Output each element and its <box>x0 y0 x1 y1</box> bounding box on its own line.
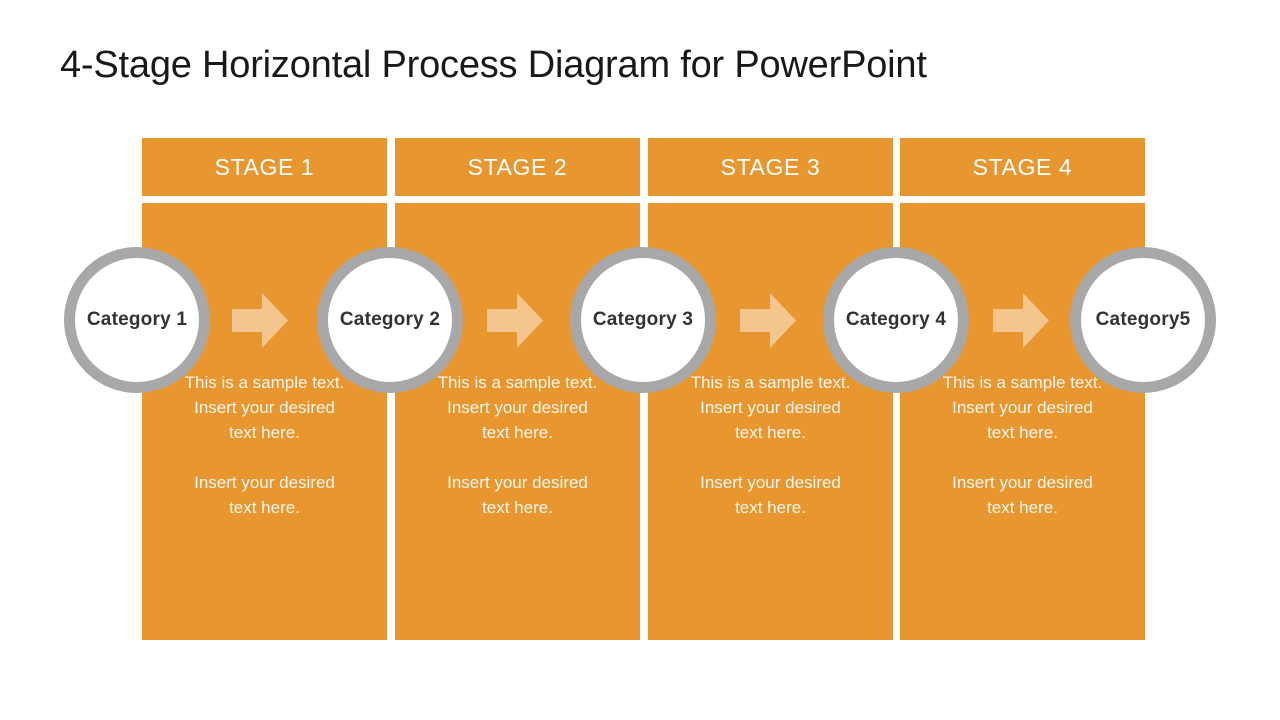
stage-text-line: text here. <box>482 423 553 442</box>
stage-text-line: This is a sample text. <box>942 373 1103 392</box>
stage-column-3[interactable]: STAGE 3 This is a sample text. Insert yo… <box>648 138 893 640</box>
stage-text-line: This is a sample text. <box>437 373 598 392</box>
right-arrow-icon <box>487 293 543 348</box>
stage-text-line: Insert your desired <box>447 473 588 492</box>
stage-text-line: text here. <box>735 423 806 442</box>
right-arrow-icon <box>993 293 1049 348</box>
page-title: 4-Stage Horizontal Process Diagram for P… <box>60 44 927 86</box>
stage-text-line: text here. <box>229 498 300 517</box>
process-node-label: Category 1 <box>86 309 188 330</box>
stage-text-line: Insert your desired <box>194 398 335 417</box>
stage-header-4[interactable]: STAGE 4 <box>900 138 1145 196</box>
stage-text-line: Insert your desired <box>952 398 1093 417</box>
process-node-label: Category 4 <box>845 309 947 330</box>
stage-text-line: text here. <box>987 423 1058 442</box>
paragraph-gap <box>409 445 626 470</box>
paragraph-gap <box>914 445 1131 470</box>
stage-text-line: Insert your desired <box>952 473 1093 492</box>
stage-description-1: This is a sample text. Insert your desir… <box>156 370 373 520</box>
stage-text-line: text here. <box>229 423 300 442</box>
stage-header-1[interactable]: STAGE 1 <box>142 138 387 196</box>
paragraph-gap <box>156 445 373 470</box>
stage-description-3: This is a sample text. Insert your desir… <box>662 370 879 520</box>
process-node-5[interactable]: Category5 <box>1070 247 1216 393</box>
stage-text-line: text here. <box>735 498 806 517</box>
paragraph-gap <box>662 445 879 470</box>
stage-header-label: STAGE 3 <box>720 153 821 180</box>
stage-column-2[interactable]: STAGE 2 This is a sample text. Insert yo… <box>395 138 640 640</box>
stage-description-2: This is a sample text. Insert your desir… <box>409 370 626 520</box>
stage-text-line: Insert your desired <box>447 398 588 417</box>
process-node-4[interactable]: Category 4 <box>823 247 969 393</box>
stage-header-label: STAGE 4 <box>972 153 1073 180</box>
stage-text-line: text here. <box>987 498 1058 517</box>
stage-column-4[interactable]: STAGE 4 This is a sample text. Insert yo… <box>900 138 1145 640</box>
stage-text-line: Insert your desired <box>700 473 841 492</box>
stage-text-line: Insert your desired <box>194 473 335 492</box>
process-node-2[interactable]: Category 2 <box>317 247 463 393</box>
stage-text-line: This is a sample text. <box>690 373 851 392</box>
stage-header-3[interactable]: STAGE 3 <box>648 138 893 196</box>
stage-description-4: This is a sample text. Insert your desir… <box>914 370 1131 520</box>
right-arrow-icon <box>740 293 796 348</box>
right-arrow-icon <box>232 293 288 348</box>
stage-text-line: text here. <box>482 498 553 517</box>
stage-text-line: Insert your desired <box>700 398 841 417</box>
process-node-label: Category 2 <box>339 309 441 330</box>
process-node-1[interactable]: Category 1 <box>64 247 210 393</box>
stage-column-1[interactable]: STAGE 1 This is a sample text. Insert yo… <box>142 138 387 640</box>
stage-header-2[interactable]: STAGE 2 <box>395 138 640 196</box>
stage-header-label: STAGE 1 <box>214 153 315 180</box>
process-node-label: Category 3 <box>592 309 694 330</box>
process-node-label: Category5 <box>1095 309 1191 330</box>
stage-header-label: STAGE 2 <box>467 153 568 180</box>
stage-text-line: This is a sample text. <box>184 373 345 392</box>
process-node-3[interactable]: Category 3 <box>570 247 716 393</box>
